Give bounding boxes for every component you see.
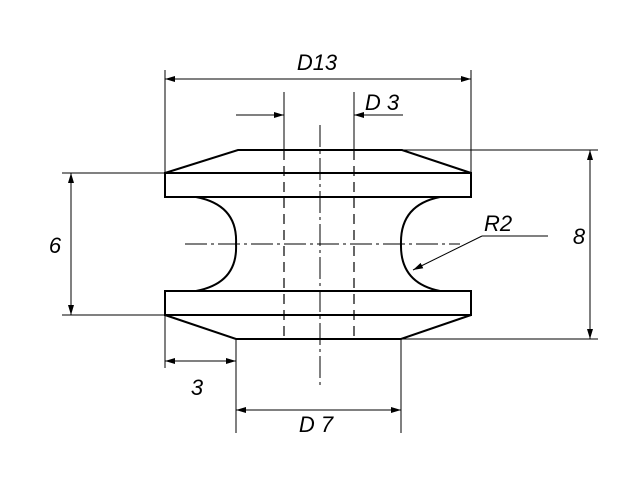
label-flange-width: 3 — [191, 375, 204, 400]
center-lines — [185, 125, 460, 385]
label-groove-height: 6 — [49, 233, 62, 258]
label-hole-diameter: D 3 — [365, 90, 400, 115]
dimension-flange-width: 3 — [164, 315, 237, 400]
dimension-groove-height: 6 — [49, 172, 165, 316]
label-outer-diameter: D13 — [297, 50, 338, 75]
dimension-d13: D13 — [164, 50, 472, 173]
dimension-height: 8 — [401, 149, 598, 340]
label-height: 8 — [573, 224, 586, 249]
dimension-radius: R2 — [412, 211, 548, 271]
dimension-d7: D 7 — [235, 339, 402, 437]
label-inner-diameter: D 7 — [299, 412, 334, 437]
label-radius: R2 — [484, 211, 512, 236]
dimension-d3: D 3 — [236, 90, 403, 150]
